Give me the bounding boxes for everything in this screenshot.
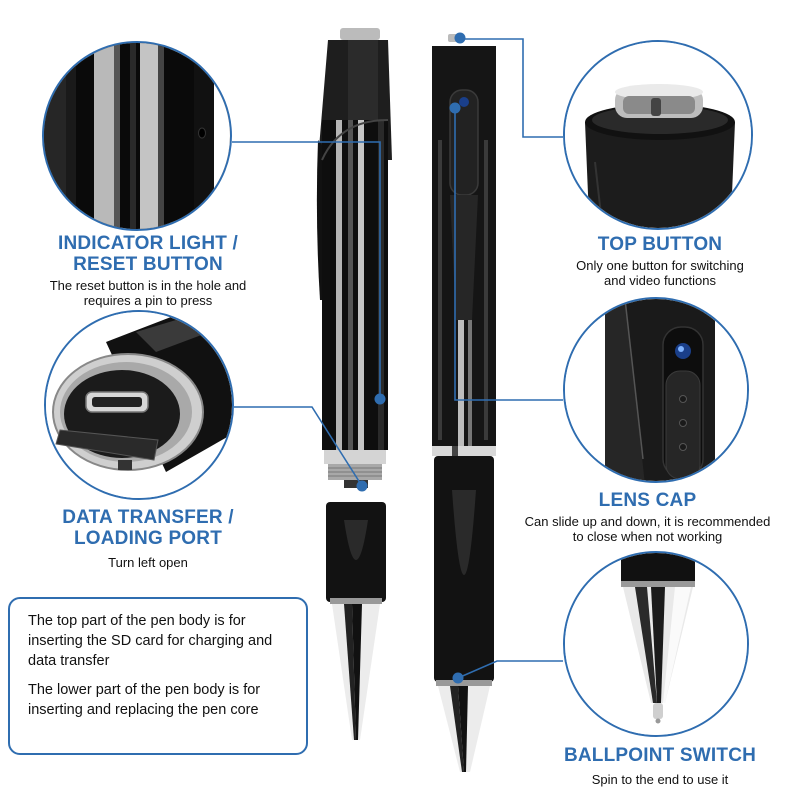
feature-description: The reset button is in the hole and [49,278,247,293]
top-button-closeup [563,40,753,230]
feature-title: DATA TRANSFER / [62,507,234,528]
feature-ballpoint-switch: BALLPOINT SWITCH Spin to the end to use … [520,745,800,787]
feature-description: requires a pin to press [83,293,213,308]
feature-description: Turn left open [108,555,188,570]
feature-description: to close when not working [572,529,723,544]
pen-stripes-closeup-icon [44,43,230,229]
usb-port-closeup-icon [46,312,232,498]
info-box: The top part of the pen body is for inse… [8,597,308,755]
info-paragraph-top: The top part of the pen body is for inse… [28,613,273,669]
feature-data-port: DATA TRANSFER / LOADING PORT Turn left o… [18,507,278,570]
pen-assembled-icon [432,34,496,772]
data-port-closeup [44,310,234,500]
feature-top-button: TOP BUTTON Only one button for switching… [520,234,800,288]
feature-description: Can slide up and down, it is recommended [524,514,771,529]
feature-lens-cap: LENS CAP Can slide up and down, it is re… [495,490,800,544]
ballpoint-tip-icon [565,553,747,735]
indicator-light-closeup [42,41,232,231]
feature-title: LENS CAP [598,490,697,511]
ballpoint-closeup [563,551,749,737]
feature-title: RESET BUTTON [73,254,223,275]
feature-description: Spin to the end to use it [591,772,729,787]
feature-description: and video functions [603,273,717,288]
feature-title: LOADING PORT [73,528,223,549]
pen-disassembled-icon [316,28,392,740]
feature-description: Only one button for switching [576,258,744,273]
feature-indicator-light: INDICATOR LIGHT / RESET BUTTON The reset… [18,233,278,308]
top-button-icon [565,42,751,228]
feature-title: INDICATOR LIGHT / [57,233,239,254]
info-paragraph-lower: The lower part of the pen body is for in… [28,682,261,718]
lens-cap-closeup [563,297,749,483]
lens-closeup-icon [565,299,747,481]
feature-title: TOP BUTTON [597,234,723,255]
feature-title: BALLPOINT SWITCH [563,745,757,766]
